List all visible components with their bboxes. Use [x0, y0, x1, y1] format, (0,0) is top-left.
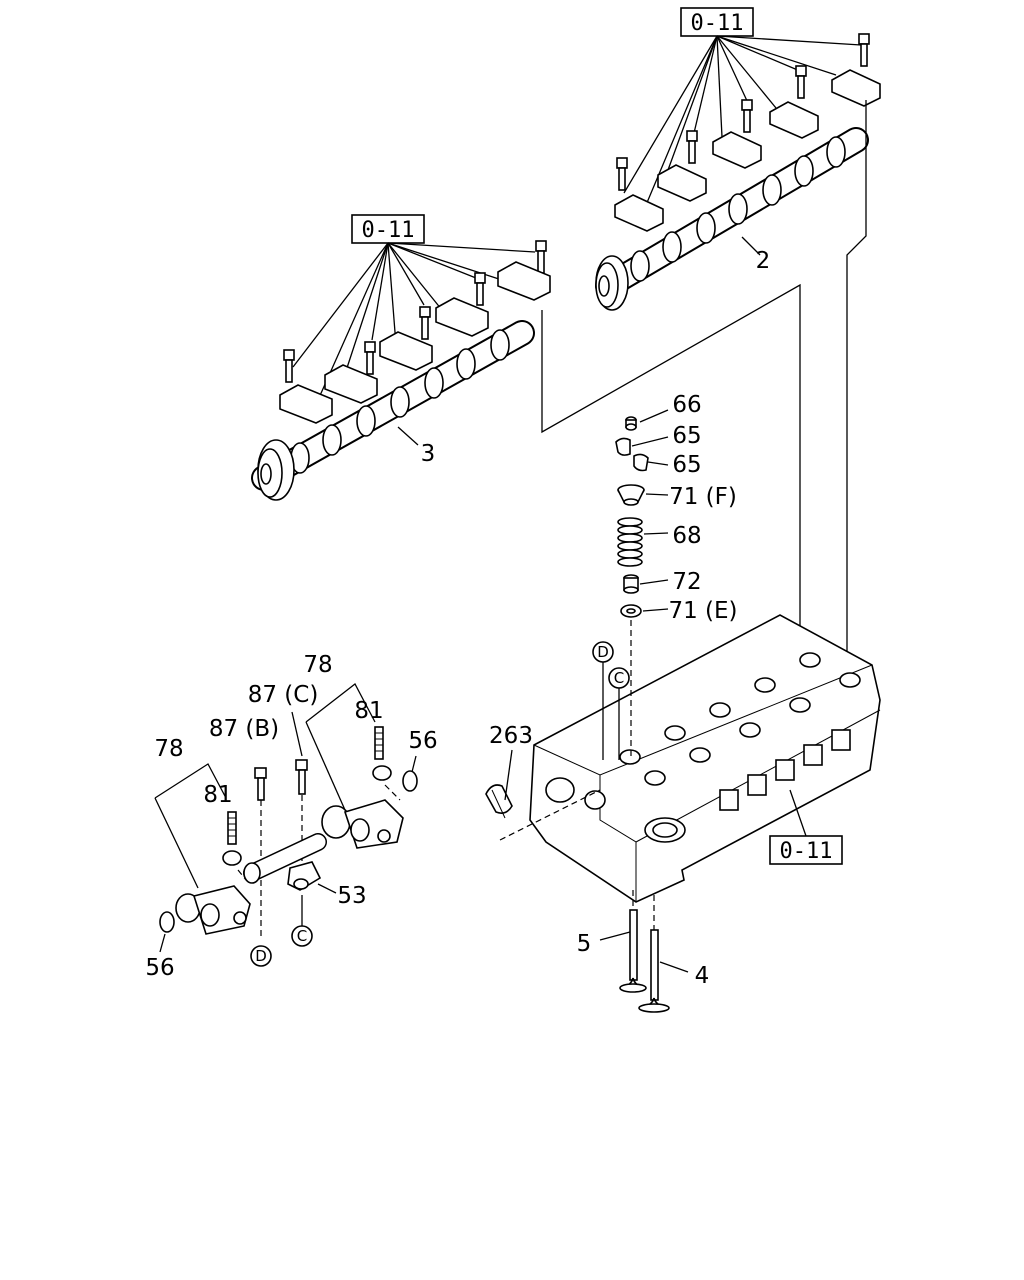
marker-c-top-label: C: [614, 669, 624, 687]
callout-87-b: 87 (B): [209, 716, 279, 742]
valve-components-stack: 66 65 65 71 (F) 68: [615, 392, 738, 624]
callout-56-left: 56: [145, 955, 174, 981]
ref-box-cylinder-head[interactable]: [769, 835, 843, 865]
marker-d-top-label: D: [597, 643, 609, 661]
rocker-assembly-group: 78 81 56 87 (C): [145, 652, 437, 981]
callout-53: 53: [337, 883, 366, 909]
intake-camshaft[interactable]: [251, 320, 535, 501]
callout-66: 66: [672, 392, 701, 418]
ref-box-cylinder-head-label: 0-11: [780, 839, 833, 864]
bearing-cap-bolts-top: [616, 33, 870, 191]
leader-2: [741, 236, 761, 256]
valve-cap[interactable]: [625, 416, 637, 431]
callout-81-left: 81: [203, 782, 232, 808]
valve-collet-b[interactable]: [633, 453, 649, 472]
ref-box-middle-left-label: 0-11: [362, 218, 415, 243]
marker-c-bottom-label: C: [297, 927, 307, 945]
rocker-nut-right[interactable]: [372, 765, 392, 781]
callout-87-c: 87 (C): [248, 682, 319, 708]
intake-camshaft-group: 0-11: [251, 214, 551, 501]
rocker-nut-left[interactable]: [222, 850, 242, 866]
marker-d-bottom: [250, 945, 272, 967]
assembly-routing-lines: [541, 100, 867, 660]
callout-4: 4: [695, 963, 710, 989]
spring-retainer-upper[interactable]: [617, 484, 645, 506]
rocker-bracket-53[interactable]: [287, 861, 322, 891]
rocker-stud-left[interactable]: [227, 811, 237, 845]
callout-81-right: 81: [354, 698, 383, 724]
exhaust-camshaft[interactable]: [595, 127, 869, 311]
callout-3: 3: [421, 441, 436, 467]
bolt-87-c[interactable]: [295, 759, 308, 795]
valve-stem-seal[interactable]: [623, 574, 639, 594]
o-ring-left[interactable]: [159, 911, 175, 933]
callout-5: 5: [577, 931, 592, 957]
callout-65-a: 65: [672, 423, 701, 449]
rocker-stud-right[interactable]: [374, 726, 384, 760]
callout-263: 263: [489, 723, 533, 749]
leader-3: [397, 426, 419, 446]
intake-valve[interactable]: [638, 929, 670, 1013]
marker-c-top: [608, 667, 630, 689]
cylinder-head[interactable]: [529, 614, 881, 903]
leader-4: [659, 961, 689, 973]
marker-d-bottom-label: D: [255, 947, 267, 965]
leader-5: [599, 931, 631, 941]
bearing-caps-top: [614, 69, 881, 232]
leader-78-left: [154, 763, 227, 799]
rocker-arm-left[interactable]: [175, 885, 251, 935]
callout-68: 68: [672, 523, 701, 549]
callout-78-right: 78: [303, 652, 332, 678]
callout-2: 2: [756, 248, 771, 274]
leader-78-right: [305, 683, 376, 723]
marker-d-top: [592, 641, 614, 663]
ref-box-top-right-label: 0-11: [691, 11, 744, 36]
exhaust-camshaft-group: 0-11: [595, 7, 881, 311]
rocker-arm-right[interactable]: [321, 799, 404, 849]
callout-56-right: 56: [408, 728, 437, 754]
bearing-caps-middle: [279, 261, 551, 424]
exhaust-valve[interactable]: [619, 909, 647, 993]
leader-263: [504, 749, 513, 801]
ref-box-middle-left[interactable]: [351, 214, 425, 244]
o-ring-right[interactable]: [402, 770, 418, 792]
callout-72: 72: [672, 569, 701, 595]
bolt-87-b[interactable]: [254, 767, 267, 801]
callout-71-f: 71 (F): [669, 484, 737, 510]
ref-box-top-right-leaders: [623, 35, 862, 206]
head-plug[interactable]: [485, 784, 513, 819]
callout-78-left: 78: [154, 736, 183, 762]
valve-spring[interactable]: [617, 517, 643, 567]
leader-cylinder-head: [789, 789, 807, 837]
rocker-shaft[interactable]: [243, 833, 327, 884]
callout-71-e: 71 (E): [668, 598, 737, 624]
spring-washer-lower[interactable]: [620, 604, 642, 618]
callout-65-b: 65: [672, 452, 701, 478]
valve-collet-a[interactable]: [615, 437, 631, 456]
plug-dashed-line: [499, 789, 601, 841]
